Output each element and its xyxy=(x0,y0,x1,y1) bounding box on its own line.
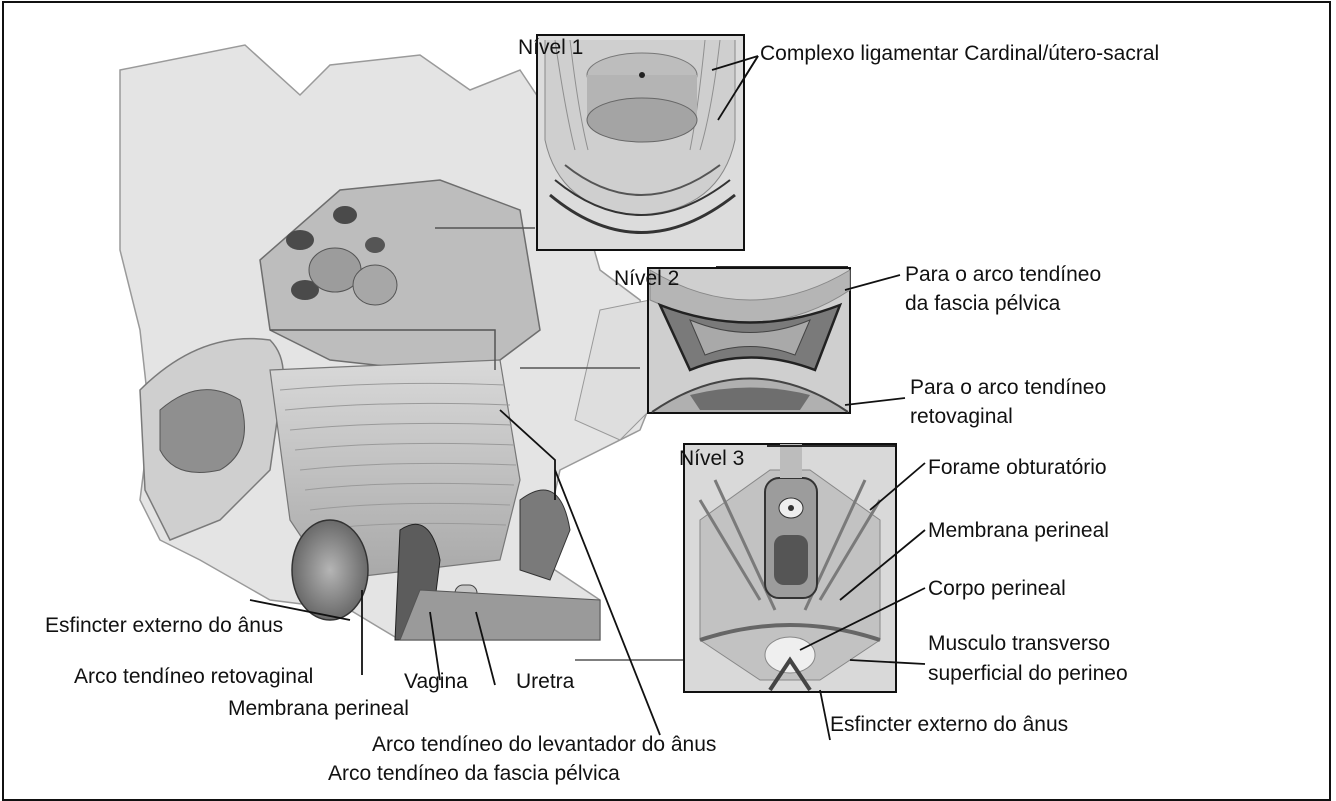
label-vagina: Vagina xyxy=(404,670,468,694)
label-forame-obturatorio: Forame obturatório xyxy=(928,456,1107,480)
label-arco-fascia-pelvica: Arco tendíneo da fascia pélvica xyxy=(328,762,620,786)
label-musculo-transverso-line2: superficial do perineo xyxy=(928,662,1128,686)
label-retovaginal-right-line2: retovaginal xyxy=(910,405,1013,429)
label-fascia-pelvica-line2: da fascia pélvica xyxy=(905,292,1060,316)
label-esfincter-right: Esfincter externo do ânus xyxy=(830,713,1068,737)
label-fascia-pelvica-line1: Para o arco tendíneo xyxy=(905,263,1101,287)
inset-level-3 xyxy=(684,444,896,692)
label-arco-levantador: Arco tendíneo do levantador do ânus xyxy=(372,733,716,757)
inset-level-1 xyxy=(537,35,744,250)
label-musculo-transverso-line1: Musculo transverso xyxy=(928,632,1110,656)
label-retovaginal-right-line1: Para o arco tendíneo xyxy=(910,376,1106,400)
label-membrana-perineal-right: Membrana perineal xyxy=(928,519,1109,543)
label-arco-tendineo-retovaginal: Arco tendíneo retovaginal xyxy=(74,665,313,689)
level-2-label: Nível 2 xyxy=(614,267,679,291)
label-cardinal-complex: Complexo ligamentar Cardinal/útero-sacra… xyxy=(760,42,1159,66)
label-esfincter-left: Esfincter externo do ânus xyxy=(45,614,283,638)
level-1-label: Nível 1 xyxy=(518,36,583,60)
level-3-label: Nível 3 xyxy=(679,447,744,471)
label-corpo-perineal: Corpo perineal xyxy=(928,577,1066,601)
label-uretra: Uretra xyxy=(516,670,574,694)
label-membrana-perineal-left: Membrana perineal xyxy=(228,697,409,721)
